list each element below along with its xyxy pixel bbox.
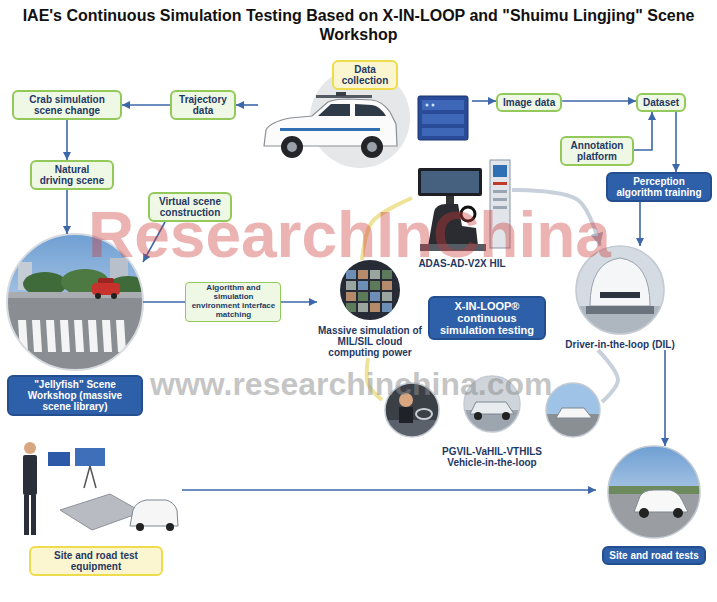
flow-arrow [664,350,666,446]
picture-node: Site and road test equipment [10,436,182,576]
loop-arc [512,190,600,246]
watermark-holder: ResearchInChina [88,203,611,267]
flow-arrow [675,112,677,172]
label-slot: Site and road test equipment [10,546,182,576]
cloud-sim-picture [340,260,400,320]
data-logger [418,96,468,140]
flow-arrow [562,100,636,102]
flow-arrow [122,104,170,106]
picture-node: Driver-in-the-loop (DIL) [555,246,685,350]
node-label: Data collection [332,60,398,90]
picture-node: Site and road tests [596,446,712,565]
vil-pictures [385,376,600,440]
process-box: Image data [496,93,562,112]
process-box: Perception algorithm training [606,172,712,202]
scene-picture [7,234,148,372]
label-slot: PGVIL-VaHIL-VTHILS Vehicle-in-the-loop [382,446,602,468]
flow-arrow [143,222,165,262]
picture-node: Massive simulation of MIL/SIL cloud comp… [317,260,423,358]
watermark: www.researchinchina.com [150,368,553,400]
flow-arrow [472,100,496,102]
diagram-title: IAE's Continuous Simulation Testing Base… [18,6,699,44]
node-label: Trajectory data [177,94,229,116]
node-label: Natural driving scene [37,164,107,186]
node-label: Annotation platform [567,140,627,162]
loop-arc [367,358,382,400]
label-slot: Site and road tests [596,546,712,565]
flow-arrow [143,301,317,303]
loop-arc [598,350,618,402]
site-picture [608,446,700,538]
process-box: Crab simulation scene change [12,90,122,120]
dil-picture [576,246,664,336]
watermark: ResearchInChina [88,203,611,267]
loop-arc [362,198,412,260]
hil-simulator [418,160,510,251]
picture-node: Data collection [258,60,472,166]
edge-label: Algorithm and simulation environment int… [189,284,277,319]
edge-label-box: Algorithm and simulation environment int… [185,282,281,321]
picture-node: ADAS-AD-V2X HIL [412,157,512,269]
watermark-holder: www.researchinchina.com [150,368,553,400]
label-slot: Data collection [258,60,472,90]
node-label: Perception algorithm training [613,176,705,198]
process-box: Virtual scene construction [148,192,232,222]
flow-arrow [634,112,652,150]
node-label: Driver-in-the-loop (DIL) [565,339,674,350]
node-label: PGVIL-VaHIL-VTHILS Vehicle-in-the-loop [422,446,562,468]
process-box: X-IN-LOOP® continuous simulation testing [428,296,546,340]
flow-arrow [236,104,258,106]
node-label: Image data [503,97,555,108]
label-slot: Driver-in-the-loop (DIL) [555,339,685,350]
node-label: Crab simulation scene change [19,94,115,116]
node-label: X-IN-LOOP® continuous simulation testing [435,300,539,336]
process-box: Dataset [636,93,686,112]
process-box: Trajectory data [170,90,236,120]
test-equipment [23,442,178,535]
node-label: Site and road tests [602,546,705,565]
flow-arrow [639,202,641,246]
flow-arrow [66,120,68,160]
picture-node: "Jellyfish" Scene Workshop (massive scen… [7,234,143,416]
node-label: "Jellyfish" Scene Workshop (massive scen… [7,375,143,416]
node-label: Site and road test equipment [29,546,163,576]
node-label: Dataset [643,97,679,108]
title-holder: IAE's Continuous Simulation Testing Base… [18,6,699,44]
label-slot: "Jellyfish" Scene Workshop (massive scen… [7,375,143,416]
process-box: Annotation platform [560,136,634,166]
node-label: Virtual scene construction [155,196,225,218]
node-label: ADAS-AD-V2X HIL [418,258,505,269]
picture-node: PGVIL-VaHIL-VTHILS Vehicle-in-the-loop [382,376,602,468]
label-slot: Massive simulation of MIL/SIL cloud comp… [317,325,423,358]
survey-car [264,68,410,168]
flow-arrow [182,489,596,491]
flow-arrow [66,190,68,234]
node-label: Massive simulation of MIL/SIL cloud comp… [317,325,423,358]
process-box: Natural driving scene [30,160,114,190]
label-slot: ADAS-AD-V2X HIL [412,258,512,269]
